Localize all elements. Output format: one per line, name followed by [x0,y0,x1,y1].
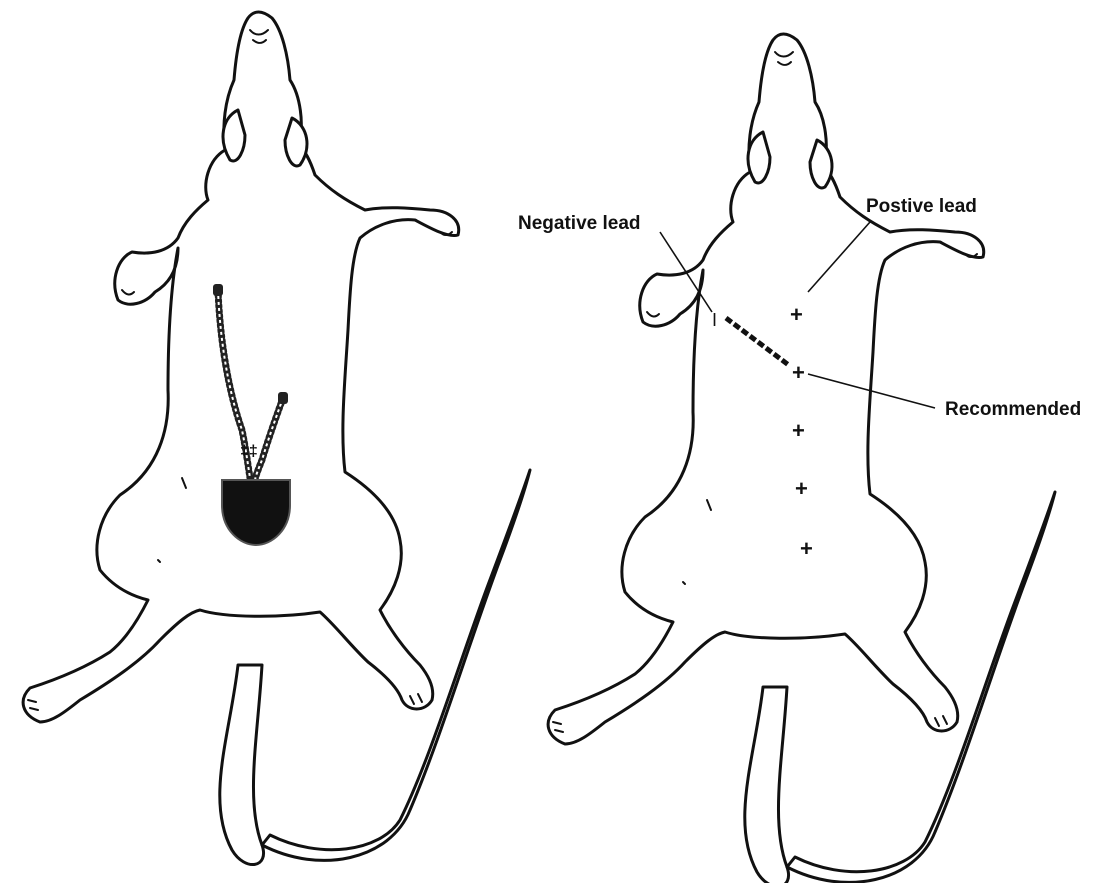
positive-site-3: + [792,418,805,443]
lead-tip [213,284,223,296]
recommended-label: Recommended [945,399,1081,420]
right-rat-outline [548,34,1055,883]
negative-electrode-mark: I [712,310,717,330]
positive-lead-label: Postive lead [866,196,977,217]
positive-site-5: + [800,536,813,561]
right-rat-placement-view: I + + + + + Negative lead Postive lead R… [518,34,1081,883]
left-rat-implant-view: ‡‡ [23,12,530,865]
positive-site-4: + [795,476,808,501]
implant-marks: ‡‡ [240,443,258,460]
positive-site-1: + [790,302,803,327]
positive-site-recommended: + [792,360,805,385]
lead-tip [278,392,288,404]
negative-lead-label: Negative lead [518,213,641,234]
left-rat-outline [23,12,530,865]
